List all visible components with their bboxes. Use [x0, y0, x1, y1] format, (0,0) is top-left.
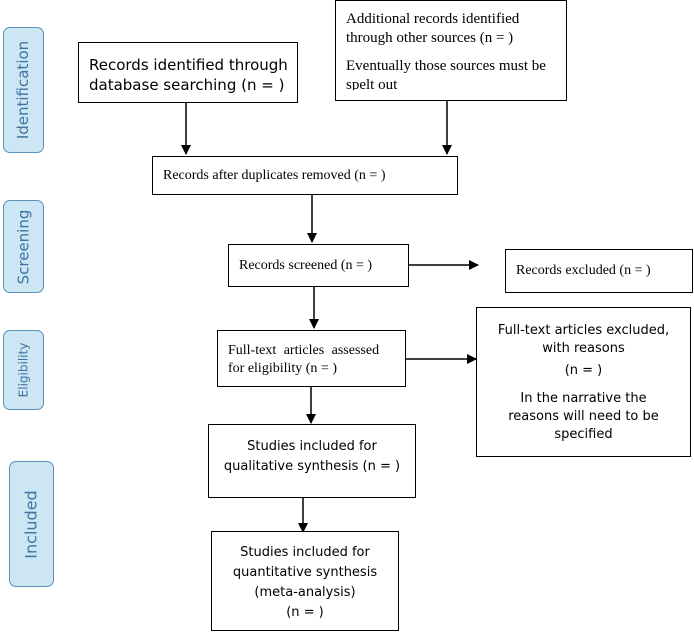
quantitative-synthesis-line: Studies included for — [240, 545, 370, 560]
other-sources-box: Additional records identified through ot… — [335, 0, 567, 101]
records-screened-box: Records screened (n = ) — [228, 244, 409, 287]
quantitative-synthesis-line: (n = ) — [286, 605, 324, 620]
records-excluded-box: Records excluded (n = ) — [505, 249, 693, 293]
phase-screening: Screening — [3, 200, 44, 293]
phase-eligibility: Eligibility — [3, 330, 44, 410]
qualitative-synthesis-line: Studies included for — [247, 439, 377, 454]
full-text-assessed-box: Full-text articles assessed for eligibil… — [217, 330, 406, 387]
quantitative-synthesis-box: Studies included for quantitative synthe… — [211, 531, 399, 631]
after-duplicates-label: Records after duplicates removed (n = ) — [163, 168, 386, 183]
records-excluded-label: Records excluded (n = ) — [516, 263, 651, 278]
full-text-excluded-line: with reasons — [542, 341, 625, 356]
full-text-assessed-line: for eligibility (n = ) — [228, 361, 337, 376]
database-search-box: Records identified through database sear… — [78, 42, 298, 103]
other-sources-line: Additional records identified — [346, 11, 520, 27]
other-sources-note: Eventually those sources must be — [346, 58, 546, 74]
qualitative-synthesis-box: Studies included for qualitative synthes… — [208, 424, 416, 498]
database-search-line: database searching (n = ) — [89, 76, 285, 94]
quantitative-synthesis-line: (meta-analysis) — [254, 585, 356, 600]
full-text-excluded-note: specified — [554, 427, 613, 442]
full-text-excluded-line: Full-text articles excluded, — [497, 323, 670, 338]
after-duplicates-box: Records after duplicates removed (n = ) — [152, 156, 458, 195]
phase-identification-label: Identification — [14, 40, 33, 140]
phase-eligibility-label: Eligibility — [16, 342, 31, 398]
other-sources-line: through other sources (n = ) — [346, 30, 514, 46]
full-text-excluded-note: In the narrative the — [520, 391, 647, 406]
qualitative-synthesis-line: qualitative synthesis (n = ) — [223, 459, 401, 474]
phase-screening-label: Screening — [14, 209, 33, 284]
database-search-line: Records identified through — [89, 56, 288, 74]
full-text-excluded-note: reasons will need to be — [508, 409, 659, 424]
full-text-assessed-line: Full-text articles assessed — [228, 343, 380, 358]
phase-included-label: Included — [22, 489, 41, 559]
records-screened-label: Records screened (n = ) — [239, 258, 373, 273]
full-text-excluded-box: Full-text articles excluded, with reason… — [476, 307, 691, 457]
quantitative-synthesis-line: quantitative synthesis — [232, 565, 378, 580]
phase-identification: Identification — [3, 27, 44, 153]
full-text-excluded-line: (n = ) — [564, 363, 603, 378]
phase-included: Included — [9, 461, 54, 587]
other-sources-note: spelt out — [346, 77, 398, 90]
